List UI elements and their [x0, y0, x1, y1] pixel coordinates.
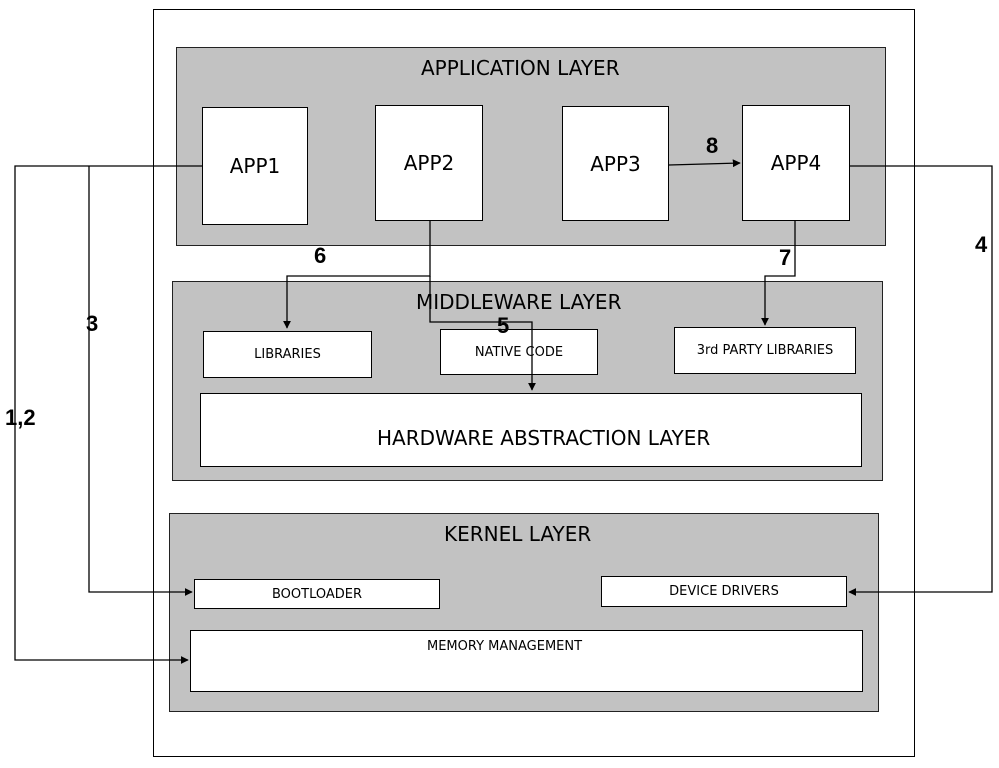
path-7-label: 7: [779, 245, 792, 270]
path-8-label: 8: [706, 133, 719, 158]
libraries-box: LIBRARIES: [203, 331, 372, 378]
app1-box: APP1: [202, 107, 308, 225]
path-3-label: 3: [86, 311, 99, 336]
kernel-layer-title: KERNEL LAYER: [444, 522, 592, 546]
app2-label: APP2: [403, 151, 455, 175]
native-code-label: NATIVE CODE: [474, 344, 564, 360]
libraries-label: LIBRARIES: [254, 347, 321, 362]
memory-management-label: MEMORY MANAGEMENT: [427, 639, 583, 654]
hal-label: HARDWARE ABSTRACTION LAYER: [377, 426, 711, 450]
app4-box: APP4: [742, 105, 850, 221]
app2-box: APP2: [375, 105, 483, 221]
device-drivers-label: DEVICE DRIVERS: [669, 584, 779, 599]
application-layer-title: APPLICATION LAYER: [421, 56, 620, 80]
app4-label: APP4: [770, 151, 822, 175]
path-4-label: 4: [975, 232, 988, 257]
app1-label: APP1: [229, 154, 281, 178]
bootloader-label: BOOTLOADER: [271, 586, 363, 602]
middleware-layer-title: MIDDLEWARE LAYER: [416, 290, 622, 314]
third-party-libraries-label: 3rd PARTY LIBRARIES: [696, 343, 834, 358]
hal-box: HARDWARE ABSTRACTION LAYER: [200, 393, 862, 467]
app3-label: APP3: [590, 151, 641, 176]
path-5-label: 5: [497, 313, 510, 338]
native-code-box: NATIVE CODE: [440, 329, 598, 375]
bootloader-box: BOOTLOADER: [194, 579, 440, 609]
memory-management-box: MEMORY MANAGEMENT: [190, 630, 863, 692]
device-drivers-box: DEVICE DRIVERS: [601, 576, 847, 607]
third-party-libraries-box: 3rd PARTY LIBRARIES: [674, 327, 856, 374]
path-6-label: 6: [314, 243, 327, 268]
path-1-2-label: 1,2: [5, 405, 36, 430]
app3-box: APP3: [562, 106, 669, 221]
